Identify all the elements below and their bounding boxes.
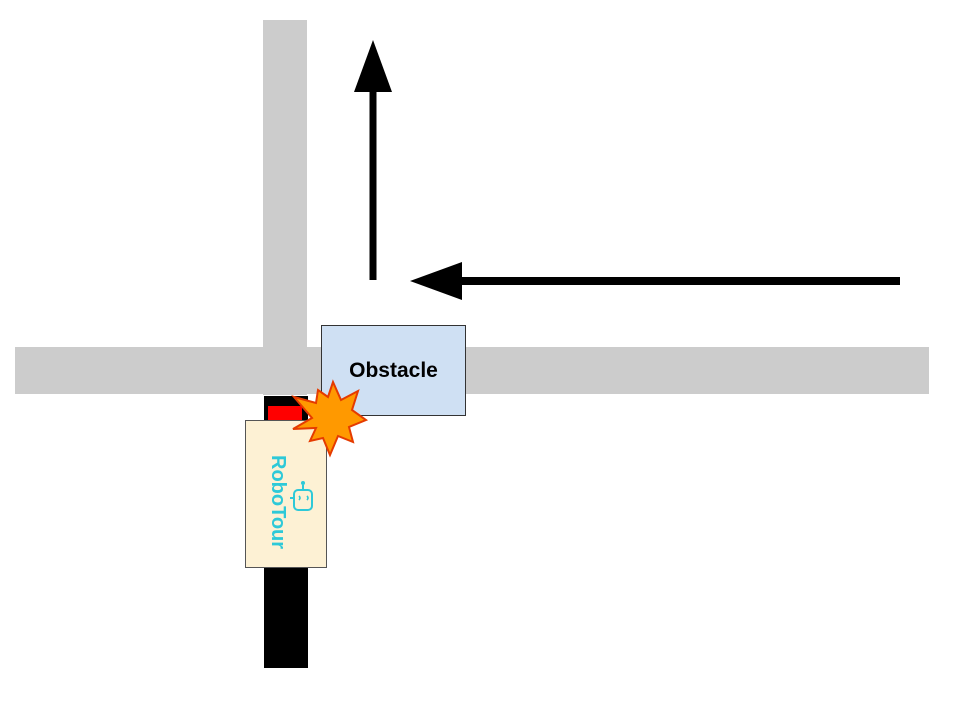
robot-logo-icon <box>290 481 313 511</box>
obstacle: Obstacle <box>321 325 466 416</box>
obstacle-label: Obstacle <box>349 358 438 382</box>
left-arrow-icon <box>410 262 900 300</box>
road-horizontal <box>15 347 929 394</box>
road-vertical <box>263 20 307 395</box>
up-arrow-icon <box>354 40 392 280</box>
